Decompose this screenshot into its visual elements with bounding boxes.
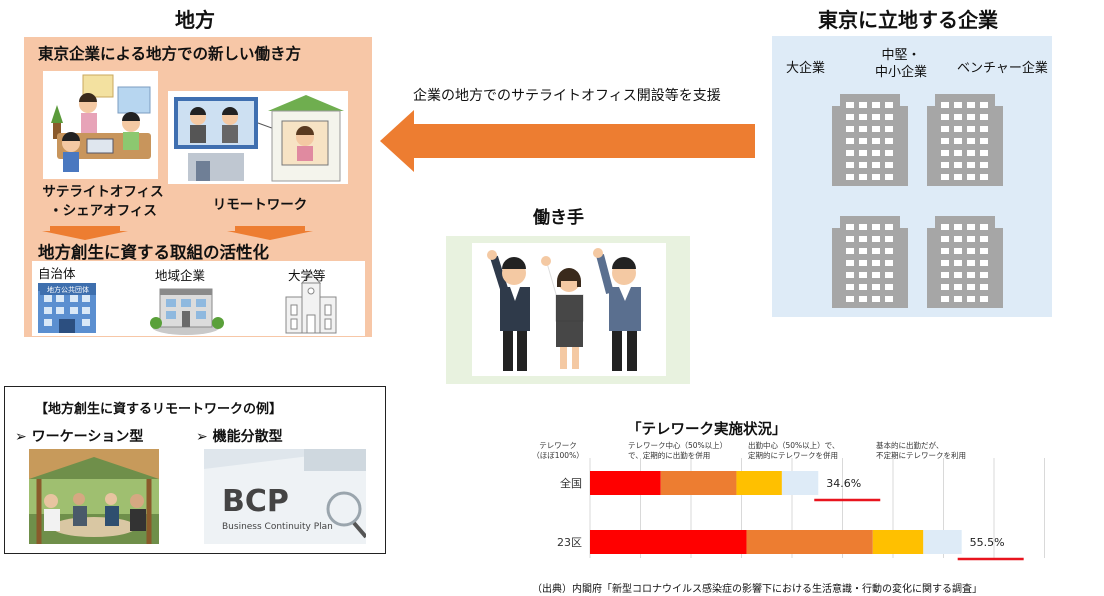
legend-label: で、定期的に出勤を併用 [628, 450, 710, 460]
source-note: （出典）内閣府「新型コロナウイルス感染症の影響下における生活意識・行動の変化に関… [532, 584, 982, 595]
bar-segment [746, 530, 873, 554]
total-value-label: 34.6% [826, 477, 861, 490]
workation-text: ワーケーション型 [31, 429, 144, 445]
legend-label: 定期的にテレワークを併用 [748, 450, 838, 460]
local-heading: 東京企業による地方での新しい働き方 [38, 45, 302, 63]
category-label: 23区 [557, 536, 582, 549]
org-local-company-label: 地域企業 [155, 268, 206, 283]
company-building-icon [150, 288, 224, 335]
telework-chart: テレワーク（ほぼ100%） テレワーク中心（50%以上）で、定期的に出勤を併用 出勤… [532, 440, 1045, 561]
company-large-label: 大企業 [786, 61, 826, 76]
bar-segment [590, 471, 661, 495]
legend-label: 出勤中心（50%以上）で、 [748, 440, 839, 450]
university-building-icon [285, 272, 337, 334]
legend-label: （ほぼ100%） [532, 451, 583, 460]
support-caption: 企業の地方でのサテライトオフィス開設等を支援 [413, 88, 721, 104]
company-venture-label: ベンチャー企業 [957, 61, 1048, 76]
bar-segment [660, 471, 737, 495]
workation-photo [29, 449, 159, 544]
function-distribution-label: ➢ 機能分散型 [196, 426, 283, 446]
bcp-photo: BCP Business Continuity Plan [204, 449, 368, 544]
remote-work-caption: リモートワーク [212, 197, 308, 213]
company-mid-small-label: 中堅・ 中小企業 [874, 48, 927, 80]
tokyo-panel [772, 36, 1052, 317]
satellite-office-illustration [43, 71, 158, 179]
revitalization-label: 地方創生に資する取組の活性化 [38, 243, 269, 262]
org-university-label: 大学等 [288, 268, 326, 283]
bullet-arrow-icon: ➢ [196, 429, 208, 445]
chart-title: 「テレワーク実施状況」 [627, 422, 787, 438]
bar-segment [781, 471, 819, 495]
bar-segment [923, 530, 962, 554]
bullet-arrow-icon: ➢ [15, 429, 27, 445]
bar-segment [736, 471, 782, 495]
bcp-subtext: Business Continuity Plan [222, 522, 333, 532]
bar-segment [590, 530, 747, 554]
legend-label: 基本的に出勤だが、 [876, 440, 943, 450]
category-label: 全国 [560, 476, 582, 490]
bcp-text: BCP [222, 484, 289, 519]
local-title: 地方 [175, 8, 215, 32]
left-arrow-icon [380, 110, 755, 172]
function-distribution-text: 機能分散型 [212, 429, 283, 445]
office-building-icon [832, 94, 1003, 308]
examples-title: 【地方創生に資するリモートワークの例】 [35, 402, 283, 417]
workation-label: ➢ ワーケーション型 [15, 426, 143, 446]
tokyo-title: 東京に立地する企業 [818, 8, 998, 32]
legend-label: 不定期にテレワークを利用 [876, 450, 966, 460]
remote-work-illustration [168, 91, 348, 184]
legend-label: テレワーク中心（50%以上） [628, 440, 727, 450]
remote-work-examples-box [4, 386, 386, 554]
bar-segment [872, 530, 924, 554]
satellite-office-caption: サテライトオフィス ・シェアオフィス [42, 184, 164, 219]
workers-title: 働き手 [533, 208, 584, 228]
city-hall-sign: 地方公共団体 [40, 285, 96, 295]
total-value-label: 55.5% [970, 536, 1005, 549]
org-municipality-label: 自治体 [38, 266, 76, 281]
legend-label: テレワーク [539, 441, 577, 450]
down-arrows-icon [42, 226, 313, 240]
workers-illustration [472, 243, 666, 376]
